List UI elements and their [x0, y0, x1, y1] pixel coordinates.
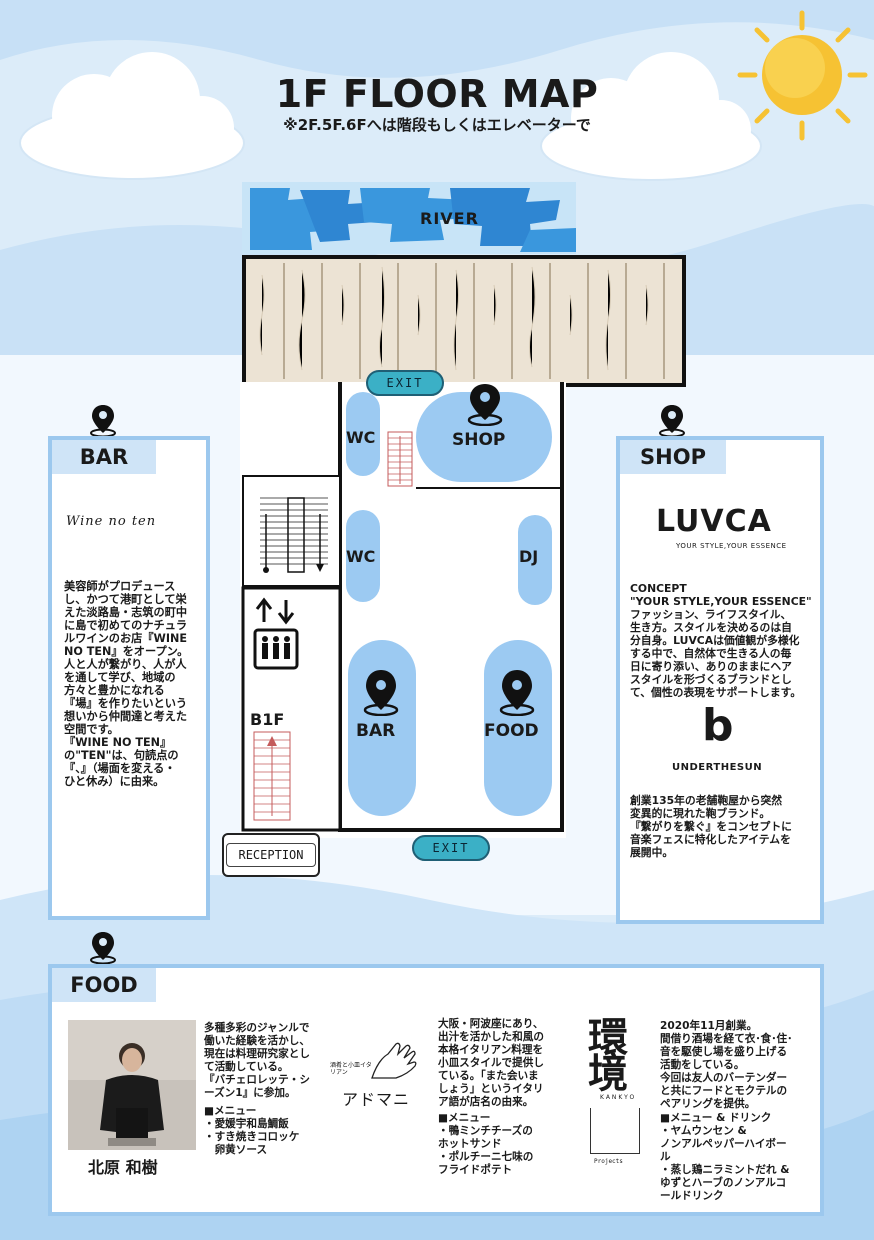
bar-panel-tab: BAR [52, 440, 156, 474]
river-label: RIVER [420, 209, 479, 228]
elevator-icon [253, 597, 299, 670]
chef-name: 北原 和樹 [88, 1158, 158, 1177]
map-pin-icon [467, 384, 503, 426]
underthesun-mark: b [702, 700, 734, 751]
luvca-tagline: YOUR STYLE,YOUR ESSENCE [676, 542, 787, 550]
kankyo-frame [590, 1108, 640, 1154]
shop-map-label: SHOP [452, 430, 506, 450]
reception-label: RECEPTION [226, 843, 316, 867]
kankyo-description: 2020年11月創業。 間借り酒場を経て衣･食･住･ 音を駆使し場を盛り上げる … [660, 1020, 793, 1110]
bar-area[interactable] [348, 640, 416, 816]
kankyo-menu: ■メニュー & ドリンク ・ヤムウンセン & ノンアルペッパーハイボー ル ・蒸… [660, 1112, 790, 1202]
luvca-description: CONCEPT "YOUR STYLE,YOUR ESSENCE" ファッション… [630, 582, 812, 699]
luvca-logo: LUVCA [656, 504, 772, 539]
chef-photo [68, 1020, 196, 1150]
exit-top-badge: EXIT [366, 370, 444, 396]
dj-label: DJ [519, 547, 539, 566]
wc-mid-area[interactable] [346, 510, 380, 602]
page-subtitle: ※2F.5F.6Fへは階段もしくはエレベーターで [283, 116, 591, 134]
wood-deck [242, 255, 686, 387]
page-title: 1F FLOOR MAP [275, 72, 599, 116]
dj-area[interactable] [518, 515, 552, 605]
map-pin-icon [90, 405, 116, 437]
map-pin-icon [90, 932, 116, 964]
reception-sign: RECEPTION [222, 833, 320, 877]
chef-description: 多種多彩のジャンルで 働いた経験を活かし、 現在は料理研究家とし て活動している… [204, 1022, 310, 1099]
admani-description: 大阪・阿波座にあり、 出汁を活かした和風の 本格イタリアン料理を 小皿スタイルで… [438, 1018, 544, 1108]
map-pin-icon [363, 670, 399, 716]
admani-logo: アドマニ [342, 1090, 411, 1109]
wc-mid-label: WC [346, 547, 376, 566]
stairs-icon [387, 431, 413, 487]
underthesun-description: 創業135年の老舗鞄屋から突然 変異的に現れた鞄ブランド。 『繋がりを繋ぐ』をコ… [630, 794, 792, 859]
exit-bottom-badge: EXIT [412, 835, 490, 861]
kankyo-sub: KANKYO [600, 1094, 637, 1101]
admani-hand-icon [371, 1042, 417, 1079]
wine-no-ten-logo: Wine no ten [66, 514, 157, 529]
food-panel-tab: FOOD [52, 968, 156, 1002]
bar-map-label: BAR [356, 721, 396, 741]
cloud-icon [19, 52, 245, 180]
wc-top-area[interactable] [346, 392, 380, 476]
wc-top-label: WC [346, 428, 376, 447]
cloud-icon [540, 52, 762, 181]
food-area[interactable] [484, 640, 552, 816]
shop-panel [616, 436, 824, 924]
sun-icon [737, 10, 868, 141]
bar-description: 美容師がプロデュース し、かつて港町として栄 えた淡路島・志筑の町中 に島で初め… [64, 580, 189, 788]
b1f-label: B1F [250, 710, 285, 729]
bar-panel [48, 436, 210, 920]
map-pin-icon [499, 670, 535, 716]
floor-map [242, 182, 576, 254]
admani-small-text: 酒肴と小皿イタリアン [330, 1062, 372, 1076]
underthesun-logo: UNDERTHESUN [672, 762, 763, 773]
food-map-label: FOOD [484, 721, 539, 741]
map-pin-icon [659, 405, 685, 437]
kankyo-logo: 環境 [588, 1015, 628, 1097]
admani-menu: ■メニュー ・鴨ミンチチーズの ホットサンド ・ポルチーニ七味の フライドポテト [438, 1112, 534, 1176]
stairs-icon [253, 731, 291, 821]
shop-panel-tab: SHOP [620, 440, 726, 474]
kankyo-projects: Projects [594, 1158, 623, 1165]
chef-menu: ■メニュー ・愛媛宇和島鯛飯 ・すき焼きコロッケ 卵黄ソース [204, 1105, 300, 1156]
